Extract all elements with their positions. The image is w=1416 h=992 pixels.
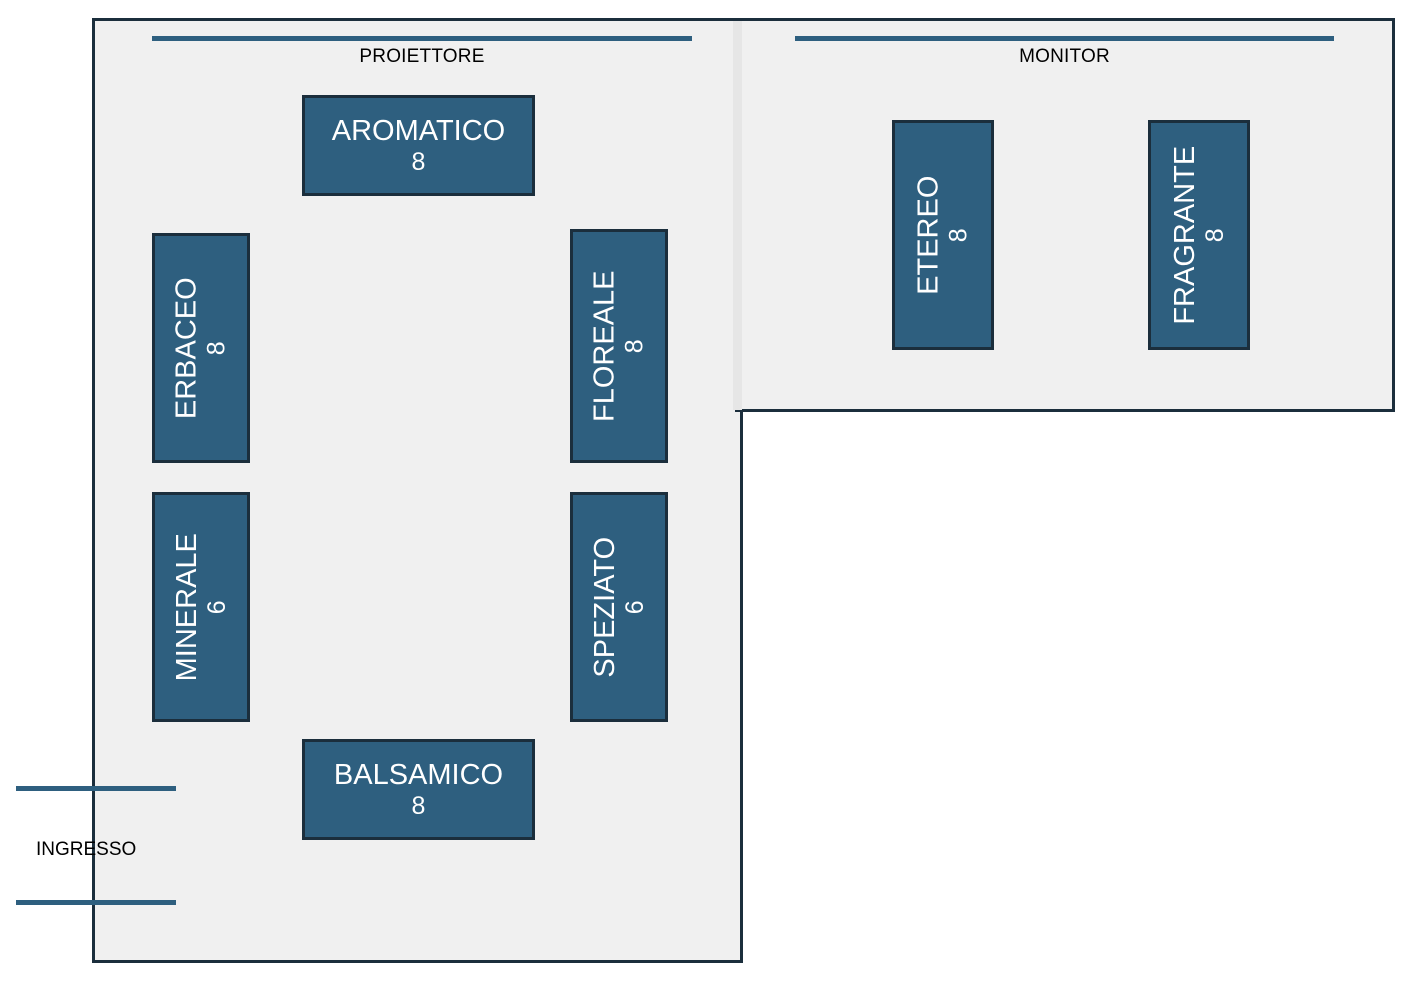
table-aromatico-content: AROMATICO 8 [332,115,505,175]
top-wall-segment [725,18,749,21]
table-erbaceo[interactable]: ERBACEO 8 [152,233,250,463]
projector-screen-bar [152,36,692,41]
table-aromatico-seats: 8 [411,147,426,176]
table-speziato-name: SPEZIATO [588,536,621,678]
table-aromatico[interactable]: AROMATICO 8 [302,95,535,196]
table-speziato-seats: 6 [621,600,650,614]
table-speziato[interactable]: SPEZIATO 6 [570,492,668,722]
monitor-screen-bar [795,36,1334,41]
table-erbaceo-seats: 8 [203,341,232,355]
table-fragrante-name: FRAGRANTE [1168,145,1201,325]
table-floreale[interactable]: FLOREALE 8 [570,229,668,463]
entrance-door-bar-bottom [16,900,176,905]
table-fragrante-content: FRAGRANTE 8 [1169,146,1229,325]
table-fragrante-seats: 8 [1201,228,1230,242]
table-minerale-seats: 6 [203,600,232,614]
table-fragrante[interactable]: FRAGRANTE 8 [1148,120,1250,350]
table-balsamico-seats: 8 [411,791,426,820]
entrance-label: INGRESSO [36,839,137,860]
table-floreale-content: FLOREALE 8 [589,270,649,422]
table-floreale-name: FLOREALE [588,270,621,422]
table-minerale-name: MINERALE [170,532,203,682]
table-etereo[interactable]: ETEREO 8 [892,120,994,350]
table-minerale-content: MINERALE 6 [171,533,231,681]
table-etereo-content: ETEREO 8 [913,175,973,294]
table-etereo-seats: 8 [945,228,974,242]
room-side-hall [735,18,1395,412]
table-etereo-name: ETEREO [912,175,945,295]
table-balsamico-content: BALSAMICO 8 [334,759,503,819]
table-speziato-content: SPEZIATO 6 [589,537,649,678]
table-floreale-seats: 8 [621,339,650,353]
table-erbaceo-name: ERBACEO [170,277,203,419]
table-balsamico[interactable]: BALSAMICO 8 [302,739,535,840]
table-aromatico-name: AROMATICO [331,115,506,148]
projector-label: PROIETTORE [359,46,485,67]
entrance-door-bar-top [16,786,176,791]
table-minerale[interactable]: MINERALE 6 [152,492,250,722]
monitor-label: MONITOR [1019,46,1110,67]
table-balsamico-name: BALSAMICO [333,759,504,792]
table-erbaceo-content: ERBACEO 8 [171,277,231,419]
